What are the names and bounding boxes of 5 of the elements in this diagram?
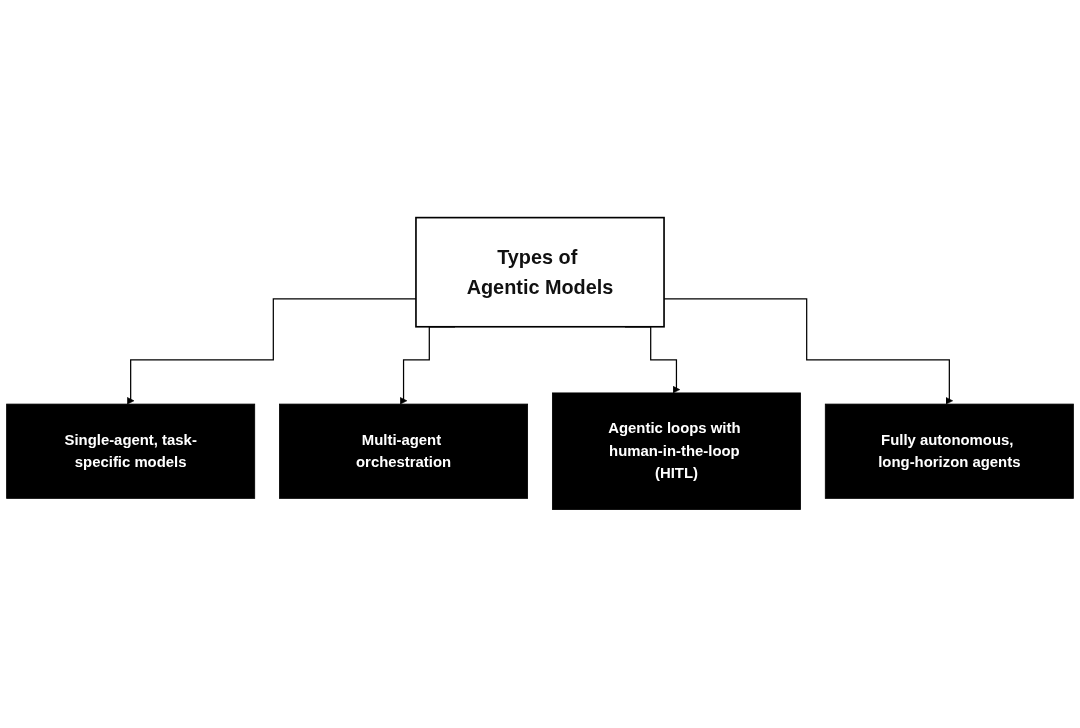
node-box: Single-agent, task-specific models <box>6 404 256 500</box>
node-box: Types of Agentic Models <box>415 217 665 328</box>
node-box: Agentic loops with human-in-the-loop (HITL) <box>552 392 801 511</box>
node-box: Fully autonomous, long-horizon agents <box>824 404 1074 500</box>
node-box: Multi-agent orchestration <box>279 404 528 500</box>
